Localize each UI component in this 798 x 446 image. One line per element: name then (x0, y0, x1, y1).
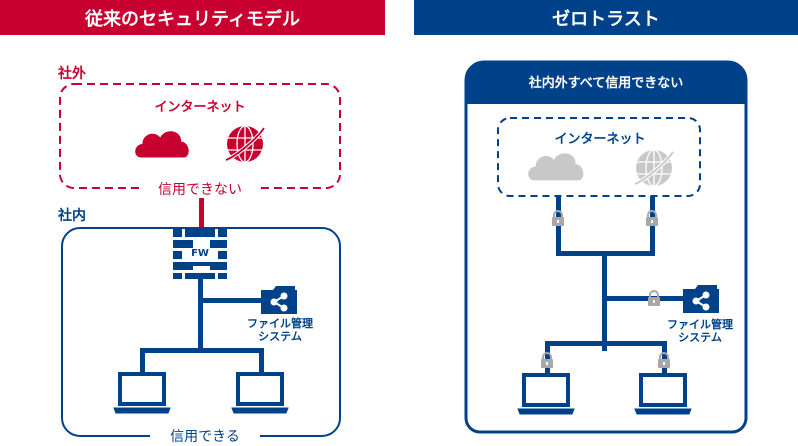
internet-link (199, 198, 204, 228)
firewall-label: FW (191, 248, 209, 259)
file-system-label: ファイル管理 システム (240, 317, 320, 343)
laptop-icon (230, 372, 290, 415)
shared-folder-icon (260, 285, 298, 315)
globe-icon (225, 123, 268, 163)
shared-folder-icon (682, 284, 720, 314)
file-system-label-line1: ファイル管理 (667, 318, 733, 331)
zero-trust-box-title: 社内外すべて信用できない (528, 76, 684, 91)
file-system-label-line1: ファイル管理 (247, 317, 313, 330)
internal-network-lines (140, 279, 264, 374)
internet-label: インターネット (554, 132, 646, 147)
internet-label: インターネット (154, 100, 246, 115)
file-system-label-line2: システム (678, 331, 722, 344)
laptop-icon (112, 372, 172, 415)
traditional-model-title: 従来のセキュリティモデル (85, 8, 300, 30)
globe-icon (634, 147, 677, 187)
file-system-label: ファイル管理 システム (660, 318, 740, 344)
traditional-model-header: 従来のセキュリティモデル (0, 0, 385, 35)
zero-trust-header: ゼロトラスト (414, 0, 798, 35)
zero-trust-box-header (466, 62, 746, 104)
firewall-icon (173, 229, 227, 279)
outside-label: 社外 (58, 66, 86, 82)
inside-label: 社内 (58, 208, 86, 224)
untrusted-label: 信用できない (158, 182, 242, 198)
zero-trust-title: ゼロトラスト (552, 8, 660, 30)
internet-boundary (497, 117, 701, 197)
cloud-icon (135, 131, 189, 158)
trusted-label: 信用できる (170, 429, 240, 445)
file-system-label-line2: システム (258, 330, 302, 343)
